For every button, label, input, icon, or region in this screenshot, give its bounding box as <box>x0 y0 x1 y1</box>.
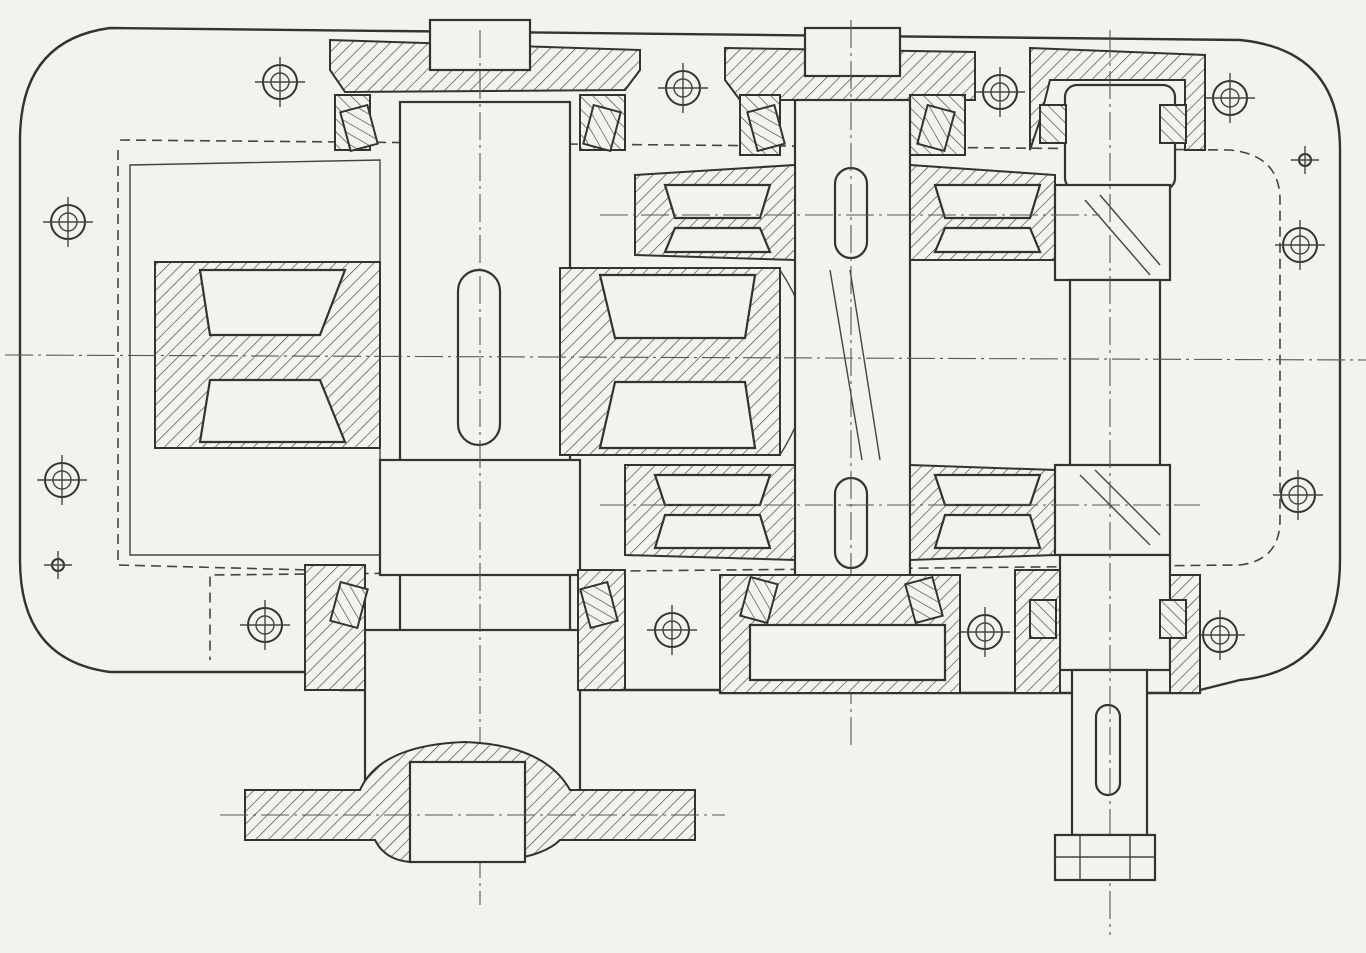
intermediate-shaft <box>793 20 912 745</box>
bolt-icon <box>1273 470 1323 520</box>
bolt-icon <box>1195 610 1245 660</box>
bolt-icon <box>37 455 87 505</box>
bolt-group <box>37 57 1325 660</box>
bolt-icon <box>1291 146 1319 174</box>
output-shaft <box>1053 30 1177 935</box>
input-shaft <box>363 30 582 905</box>
bolt-icon <box>647 605 697 655</box>
bearing-group <box>329 103 1187 639</box>
centerlines <box>4 214 1366 506</box>
large-gear <box>154 261 381 449</box>
bolt-icon <box>1275 220 1325 270</box>
bolt-icon <box>658 63 708 113</box>
lower-gear-right <box>909 463 1056 562</box>
bolt-icon <box>960 607 1010 657</box>
bolt-icon <box>975 67 1025 117</box>
middle-gear <box>559 267 811 456</box>
bolt-icon <box>255 57 305 107</box>
bolt-icon <box>43 197 93 247</box>
lower-gear-left <box>624 464 796 562</box>
shaft-end-nut <box>1053 833 1157 882</box>
bolt-icon <box>44 551 72 579</box>
bolt-icon <box>1205 73 1255 123</box>
upper-gear-right <box>909 163 1056 261</box>
mounting-foot <box>220 740 725 864</box>
upper-gear-left <box>634 163 796 262</box>
bolt-icon <box>240 600 290 650</box>
